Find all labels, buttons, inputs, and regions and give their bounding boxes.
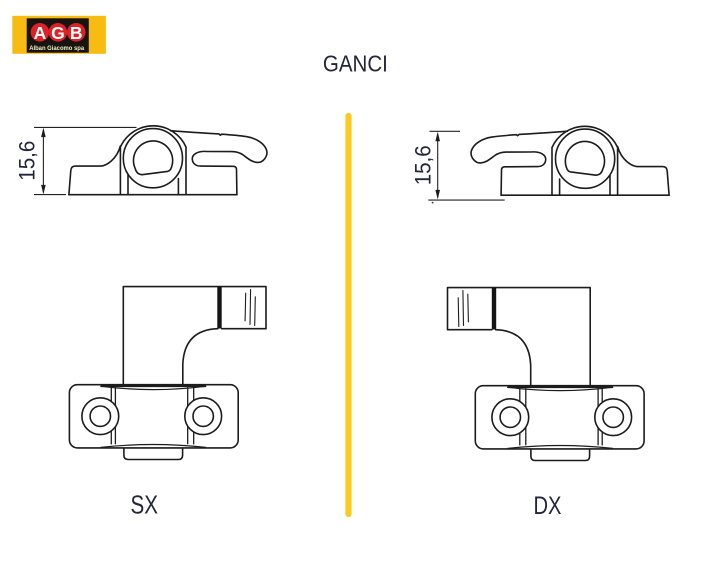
svg-text:15,6: 15,6 (14, 141, 39, 181)
svg-text:15,6: 15,6 (411, 145, 436, 185)
svg-text:B: B (70, 23, 83, 43)
svg-text:DX: DX (534, 492, 562, 520)
svg-text:GANCI: GANCI (323, 51, 388, 77)
svg-text:SX: SX (131, 492, 159, 520)
svg-text:A: A (34, 23, 47, 43)
svg-text:Alban Giacomo spa: Alban Giacomo spa (29, 45, 84, 52)
svg-text:G: G (51, 23, 65, 43)
